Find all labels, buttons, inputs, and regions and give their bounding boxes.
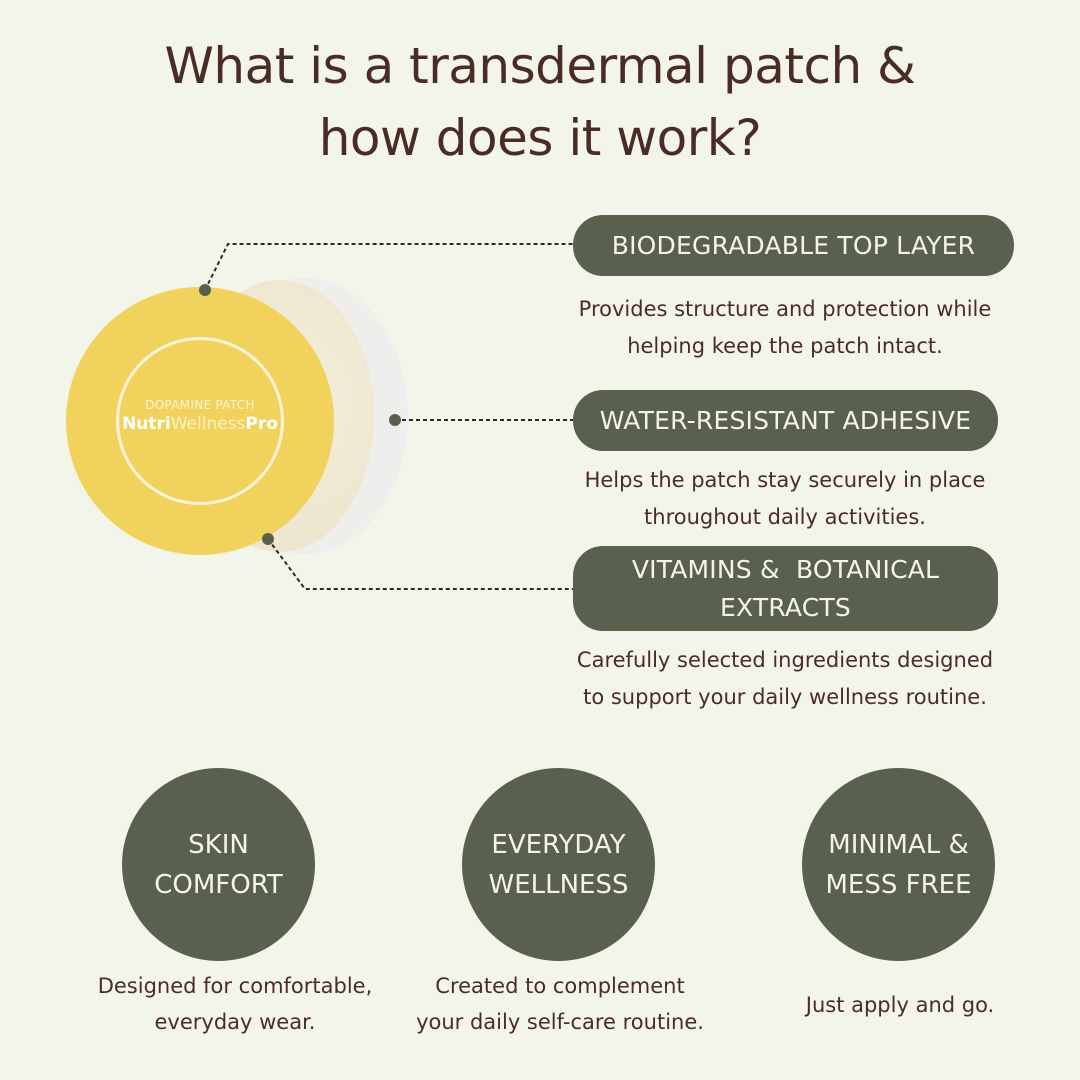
layer-top-title: BIODEGRADABLE TOP LAYER bbox=[611, 230, 976, 260]
benefit-minimal-mess-free-badge: MINIMAL & MESS FREE bbox=[802, 768, 995, 961]
patch-label: DOPAMINE PATCH bbox=[145, 398, 255, 412]
layer-vitamins-label: VITAMINS & BOTANICAL EXTRACTS bbox=[573, 546, 998, 631]
benefit-everyday-wellness-badge: EVERYDAY WELLNESS bbox=[462, 768, 655, 961]
title-line-1: What is a transdermal patch & bbox=[164, 37, 916, 95]
benefit-skin-comfort-description: Designed for comfortable, everyday wear. bbox=[97, 974, 373, 1034]
leader-dot-bottom bbox=[262, 533, 274, 545]
layer-vitamins-title-line-1: VITAMINS & BOTANICAL bbox=[631, 554, 940, 584]
benefit-minimal-mess-free-description: Just apply and go. bbox=[805, 993, 995, 1017]
layer-top-description: Provides structure and protection while … bbox=[578, 297, 992, 358]
layer-adhesive-label: WATER-RESISTANT ADHESIVE bbox=[573, 390, 998, 451]
layer-vitamins-description: Carefully selected ingredients designed … bbox=[576, 648, 994, 709]
patch-ring bbox=[116, 337, 284, 505]
title-line-2: how does it work? bbox=[318, 109, 762, 167]
leader-line-top bbox=[204, 243, 573, 291]
leader-dot-middle bbox=[389, 414, 401, 426]
leader-line-bottom bbox=[267, 538, 573, 590]
patch-brand-logo: NutriWellnessPro bbox=[122, 414, 278, 434]
layer-adhesive-title: WATER-RESISTANT ADHESIVE bbox=[599, 405, 972, 435]
page-title: What is a transdermal patch & how does i… bbox=[0, 30, 1080, 174]
leader-dot-top bbox=[199, 284, 211, 296]
benefit-everyday-wellness-description: Created to complement your daily self-ca… bbox=[416, 974, 704, 1034]
layer-adhesive-description: Helps the patch stay securely in place t… bbox=[584, 468, 986, 529]
layer-top-label: BIODEGRADABLE TOP LAYER bbox=[573, 215, 1014, 276]
layer-vitamins-title-line-2: EXTRACTS bbox=[720, 592, 851, 622]
benefit-skin-comfort-badge: SKIN COMFORT bbox=[122, 768, 315, 961]
